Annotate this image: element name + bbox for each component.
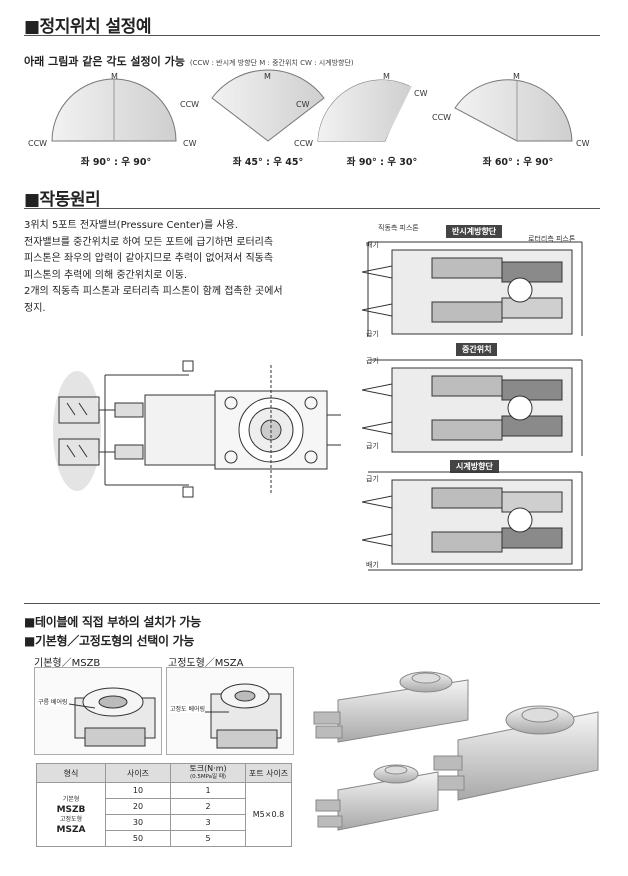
principle-line: 정지. <box>24 302 46 314</box>
port-size-cell: M5×0.8 <box>245 782 292 847</box>
sector-45-45 <box>211 69 325 142</box>
subtitle-row: 아래 그림과 같은 각도 설정이 가능 (CCW : 반시계 방향단 M : 중… <box>24 50 354 69</box>
section-title-stop-position: ■정지위치 설정예 <box>24 17 151 37</box>
legend-text: (CCW : 반시계 방향단 M : 중간위치 CW : 시계방향단) <box>189 59 354 67</box>
m-label-4: M <box>513 72 520 81</box>
m-label-3: M <box>383 72 390 81</box>
table-header-row: 형식 사이즈 토크(N·m) (0.5MPa일 때) 포트 사이즈 <box>36 763 292 783</box>
label-supply-1: 급기 <box>366 330 379 338</box>
cw-label-2: CW <box>296 100 310 109</box>
header-torque-label: 토크(N·m) <box>189 764 227 773</box>
cw-label-1: CW <box>183 139 197 148</box>
callout-precision-bearing: 고정도 베어링 <box>170 704 206 713</box>
sector-60-90 <box>454 79 573 142</box>
size-cell: 30 <box>105 814 171 831</box>
table-row: 기본형 MSZB 고정도형 MSZA 10 1 M5×0.8 <box>36 782 292 847</box>
label-rotary-piston: 로터리측 피스톤 <box>528 235 576 243</box>
precise-type-illustration <box>166 667 294 755</box>
model-precise-code: MSZA <box>56 824 86 835</box>
state-tag-ccw: 반시계방향단 <box>446 225 503 238</box>
actuator-photo-3 <box>315 764 439 831</box>
model-basic-code: MSZB <box>56 804 86 815</box>
caption-4: 좌 60° : 우 90° <box>482 157 554 168</box>
body-left <box>144 394 216 466</box>
divider <box>24 35 600 36</box>
type-precise-label: 고정도형／MSZA <box>168 658 244 669</box>
principle-text: 3위치 5포트 전자밸브(Pressure Center)를 사용. 전자밸브를… <box>24 218 344 317</box>
caption-1: 좌 90° : 우 90° <box>80 157 152 168</box>
spec-table: 형식 사이즈 토크(N·m) (0.5MPa일 때) 포트 사이즈 기본형 MS… <box>36 763 292 847</box>
label-direct-piston: 직동측 피스톤 <box>378 224 419 232</box>
cw-label-3: CW <box>414 89 428 98</box>
callout-rolling-bearing: 구름 베어링 <box>38 697 68 706</box>
size-cell: 10 <box>105 782 171 799</box>
label-supply-3: 급기 <box>366 442 379 450</box>
divider <box>24 208 600 209</box>
type-basic-label: 기본형／MSZB <box>34 658 101 669</box>
model-cell: 기본형 MSZB 고정도형 MSZA <box>36 782 106 847</box>
feature-title-1: ■테이블에 직접 부하의 설치가 가능 <box>24 615 201 629</box>
feature-title-2: ■기본형／고정도형의 선택이 가능 <box>24 634 195 648</box>
torque-cell: 2 <box>170 798 246 815</box>
pneumatic-schematics <box>362 241 583 571</box>
port-top <box>182 360 194 372</box>
size-cell: 20 <box>105 798 171 815</box>
label-exhaust-2: 배기 <box>366 561 379 569</box>
product-photos <box>313 671 599 831</box>
ccw-label-3: CCW <box>294 139 314 148</box>
label-supply-4: 급기 <box>366 475 379 483</box>
table-row: 50 5 <box>37 830 292 847</box>
header-torque: 토크(N·m) (0.5MPa일 때) <box>170 763 246 783</box>
cw-label-4: CW <box>576 139 590 148</box>
basic-type-illustration <box>34 667 162 755</box>
header-port-size: 포트 사이즈 <box>245 763 292 783</box>
label-exhaust-1: 배기 <box>366 241 379 249</box>
header-size: 사이즈 <box>105 763 171 783</box>
divider <box>24 603 600 604</box>
torque-cell: 5 <box>170 830 246 847</box>
actuator-drawing <box>53 360 341 498</box>
model-basic-label: 기본형 <box>62 795 80 803</box>
ccw-label-1: CCW <box>28 139 48 148</box>
state-tag-cw: 시계방향단 <box>450 460 499 473</box>
ccw-label-4: CCW <box>432 113 452 122</box>
torque-cell: 3 <box>170 814 246 831</box>
header-model: 형식 <box>36 763 106 783</box>
principle-line: 3위치 5포트 전자밸브(Pressure Center)를 사용. <box>24 220 238 231</box>
state-tag-middle: 중간위치 <box>456 343 498 356</box>
m-label-2: M <box>264 72 271 81</box>
principle-line: 피스톤의 추력에 의해 중간위치로 이동. <box>24 269 188 281</box>
torque-cell: 1 <box>170 782 246 799</box>
table-row: 20 2 <box>37 798 292 815</box>
actuator-photo-1 <box>313 671 469 743</box>
caption-3: 좌 90° : 우 30° <box>346 157 418 168</box>
port-bottom <box>182 486 194 498</box>
caption-2: 좌 45° : 우 45° <box>232 157 304 168</box>
size-cell: 50 <box>105 830 171 847</box>
table-row: 30 3 <box>37 814 292 831</box>
model-precise-label: 고정도형 <box>59 815 83 823</box>
ccw-label-2: CCW <box>180 100 200 109</box>
principle-line: 2개의 직동측 피스톤과 로터리측 피스톤이 함께 접촉한 곳에서 <box>24 286 283 297</box>
actuator-photo-2 <box>433 705 599 801</box>
m-label-1: M <box>111 72 118 81</box>
principle-line: 피스톤은 좌우의 압력이 같아지므로 추력이 없어져서 직동측 <box>24 253 274 264</box>
label-supply-2: 급기 <box>366 357 379 365</box>
angle-diagrams <box>51 69 573 142</box>
principle-line: 전자밸브를 중간위치로 하여 모든 포트에 급기하면 로터리측 <box>24 236 274 248</box>
section-title-working-principle: ■작동원리 <box>24 190 101 210</box>
subtitle: 아래 그림과 같은 각도 설정이 가능 <box>24 55 185 68</box>
header-torque-note: (0.5MPa일 때) <box>189 774 227 780</box>
